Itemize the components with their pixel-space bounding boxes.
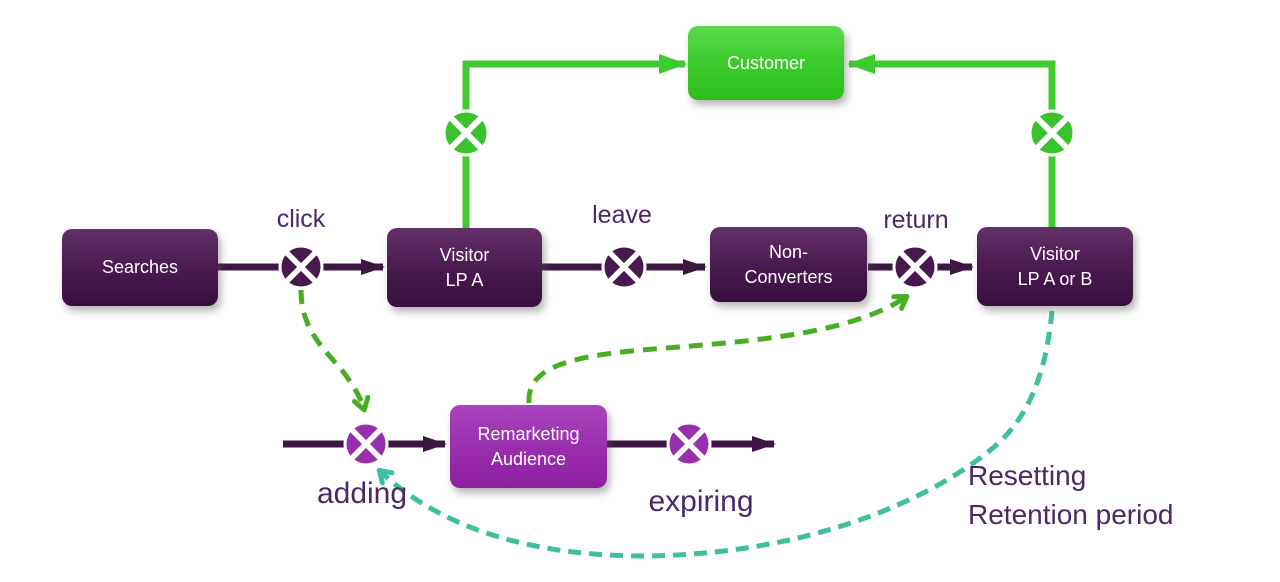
junction-cross: [672, 427, 706, 461]
convert-lpab-junction-icon: [1028, 109, 1076, 157]
edge-resetting-retention-dashed: [376, 310, 1055, 559]
label-leave: leave: [592, 201, 652, 229]
label-click: click: [276, 205, 326, 233]
edge-visitor-lpa-to-customer: [462, 54, 687, 232]
click-junction-icon: [278, 244, 324, 290]
label-adding: adding: [316, 477, 408, 510]
junction-cross: [284, 250, 318, 284]
edge-visitor-lpab-to-customer: [847, 54, 1056, 232]
label-resetting-retention-period: Resetting Retention period: [968, 460, 1174, 531]
node-searches: Searches: [62, 229, 218, 306]
node-non-converters: Non- Converters: [710, 227, 867, 302]
adding-junction-icon: [343, 421, 389, 467]
label-expiring: expiring: [648, 485, 754, 518]
node-visitor-lp-a: Visitor LP A: [387, 228, 542, 307]
junction-cross: [448, 115, 484, 151]
node-customer: Customer: [688, 26, 844, 100]
expiring-junction-icon: [666, 421, 712, 467]
junction-cross: [607, 250, 641, 284]
convert-lpa-junction-icon: [442, 109, 490, 157]
leave-junction-icon: [601, 244, 647, 290]
return-junction-icon: [892, 244, 938, 290]
edge-remarketing-to-return-dashed: [526, 293, 910, 404]
junction-cross: [349, 427, 383, 461]
label-return: return: [883, 206, 949, 234]
node-remarketing-audience: Remarketing Audience: [450, 405, 607, 488]
junction-cross: [898, 250, 932, 284]
node-visitor-lp-a-or-b: Visitor LP A or B: [977, 227, 1133, 306]
edge-click-to-adding-dashed: [298, 289, 371, 413]
junction-cross: [1034, 115, 1070, 151]
